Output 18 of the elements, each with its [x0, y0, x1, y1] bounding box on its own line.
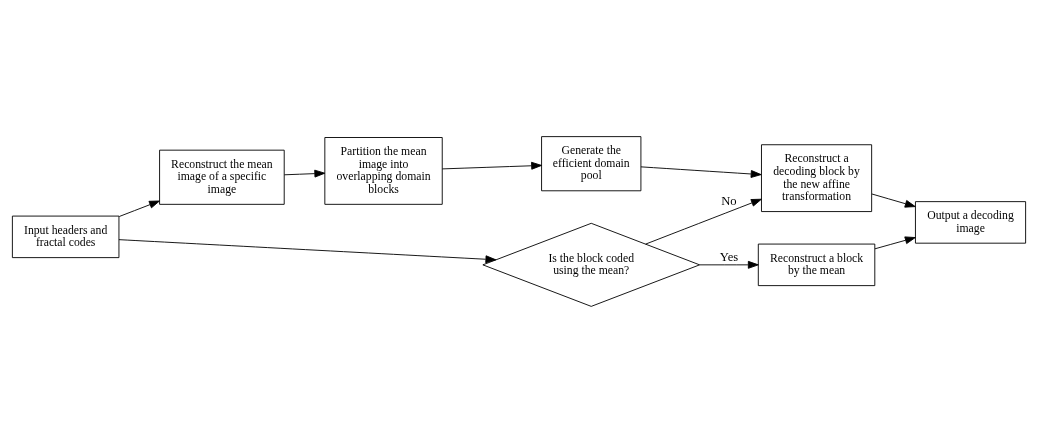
arrow — [118, 200, 160, 217]
node-box: Partition the mean image into overlapping domain blocks — [324, 137, 443, 205]
node-box: Generate the efficient domain pool — [541, 136, 642, 192]
arrow — [118, 239, 497, 264]
arrow — [874, 236, 916, 250]
edge-label: Yes — [719, 250, 739, 265]
node-box: Output a decoding image — [915, 201, 1027, 244]
node-box: Input headers and fractal codes — [11, 215, 120, 259]
node-box: Reconstruct a decoding block by the new affine transformation — [761, 144, 873, 212]
arrow — [871, 193, 916, 208]
arrow — [283, 169, 326, 178]
node-box: Reconstruct the mean image of a specific image — [159, 149, 285, 205]
edge-label: No — [721, 194, 737, 209]
arrow — [645, 198, 762, 245]
arrow — [699, 260, 759, 269]
node-box: Reconstruct a block by the mean — [757, 243, 876, 287]
arrow — [441, 161, 543, 170]
arrow — [640, 166, 762, 178]
